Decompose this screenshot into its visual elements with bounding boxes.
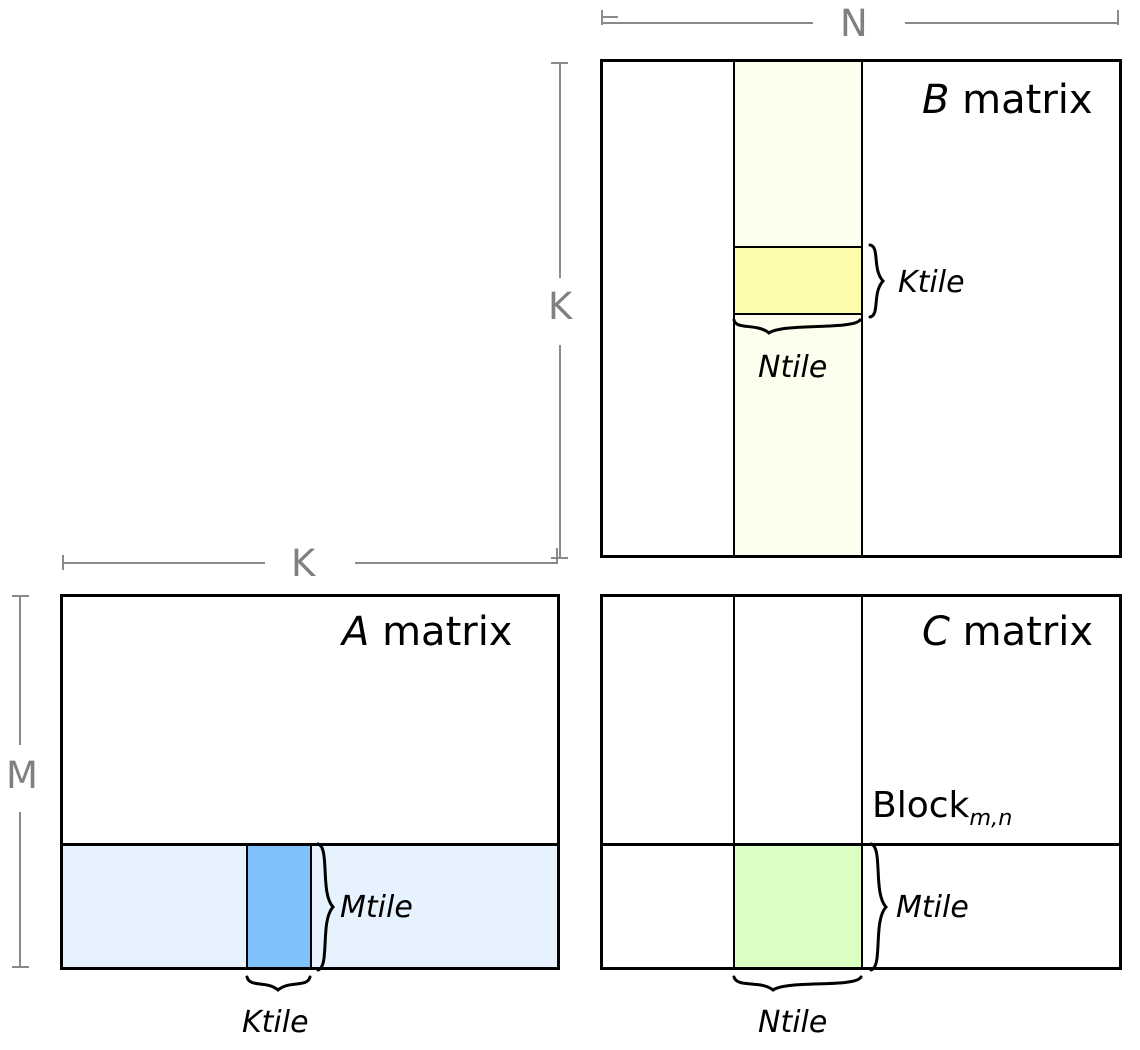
c-matrix-row-divider [601,843,1122,846]
b-matrix-divider-left [733,60,735,556]
a-matrix-title-suffix: matrix [369,609,513,655]
m-dimension-label: M [6,754,38,797]
n-dimension-tick-left [601,10,603,25]
a-matrix-row-divider [62,843,558,846]
c-mtile-brace [869,842,889,972]
a-matrix-name: A [342,609,370,655]
k-horizontal-line-right [355,562,558,564]
b-matrix-divider-right [861,60,863,556]
a-tile-right-rule [310,845,312,969]
a-mtile-brace [316,842,336,972]
c-block-label: Blockm,n [872,788,1012,830]
n-dimension-line-left [601,22,813,24]
n-dimension-label: N [840,2,868,45]
c-ntile-label: Ntile [758,1005,828,1040]
a-matrix-box [60,594,560,970]
m-dimension-line-top [19,595,21,745]
a-ktile-label: Ktile [242,1005,309,1040]
k-horizontal-line-left [62,562,265,564]
c-matrix-divider-right [861,595,863,969]
k-horizontal-tick-right [556,548,558,563]
c-matrix-block-tile [734,846,862,968]
m-dimension-tick-bottom [12,966,29,968]
k-horizontal-label: K [291,542,316,585]
c-mtile-label: Mtile [896,890,969,925]
n-dimension-line-right [905,22,1118,24]
b-tile-top-rule [733,246,862,248]
a-matrix-ktile-tile [248,846,311,968]
k-vertical-tick-bottom [551,557,568,559]
b-ntile-label: Ntile [758,350,828,385]
a-matrix-title: A matrix [342,612,512,652]
b-matrix-name: B [922,77,950,123]
b-ktile-brace [868,243,886,319]
a-ktile-brace [245,975,312,992]
b-matrix-box [600,59,1122,558]
k-vertical-line-top [559,62,561,278]
k-vertical-line-bottom [559,345,561,559]
c-matrix-title: C matrix [922,612,1093,652]
c-block-label-text: Block [872,785,970,826]
b-ktile-label: Ktile [898,265,965,300]
k-vertical-label: K [548,285,573,328]
n-dimension-cap-left [601,16,618,18]
b-matrix-ktile-tile [733,248,862,313]
c-matrix-divider-left [733,595,735,969]
m-dimension-line-bottom [19,812,21,968]
a-tile-left-rule [246,845,248,969]
b-ntile-brace [732,318,862,335]
n-dimension-tick-right [1117,10,1119,25]
c-matrix-name: C [922,609,950,655]
b-tile-bottom-rule [733,313,862,315]
c-matrix-title-suffix: matrix [949,609,1094,655]
c-ntile-brace [732,975,863,992]
b-matrix-title-suffix: matrix [949,77,1093,123]
b-matrix-title: B matrix [922,80,1093,120]
c-matrix-box [600,594,1122,970]
c-block-label-subscript: m,n [969,805,1013,832]
a-mtile-label: Mtile [340,890,413,925]
